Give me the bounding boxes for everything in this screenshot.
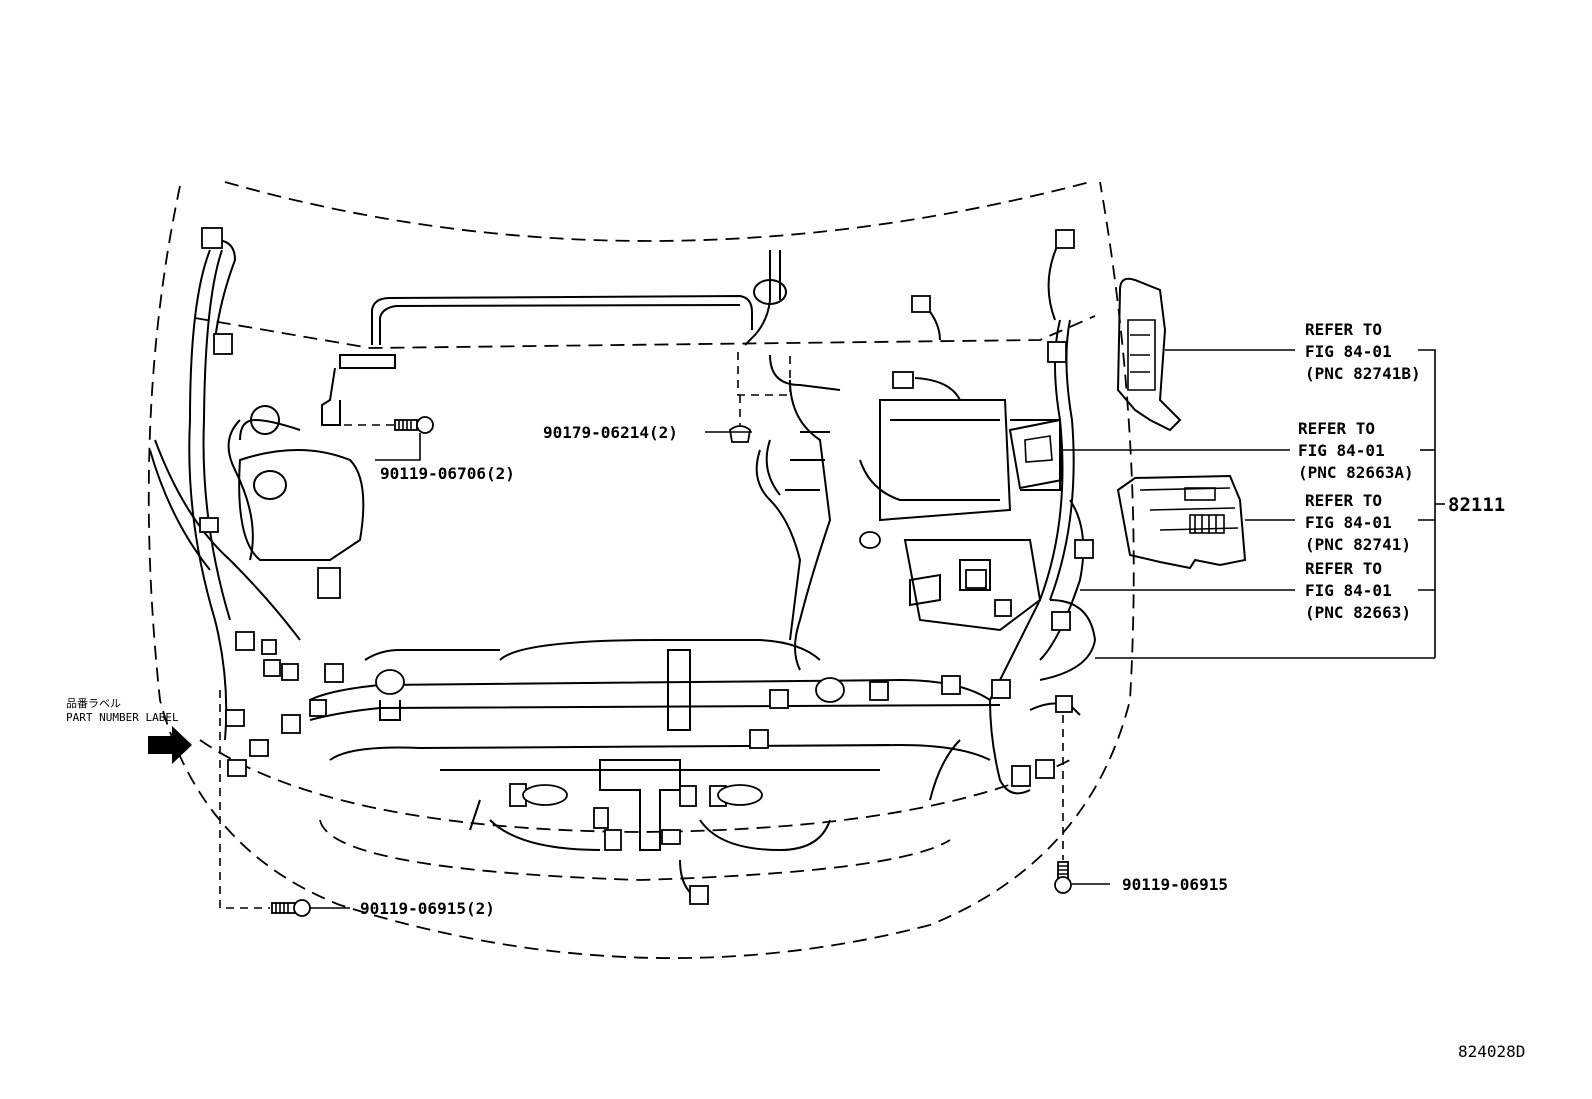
reference-line-2: FIG 84-01: [1305, 342, 1392, 361]
reference-line-1: REFER TO: [1305, 559, 1382, 578]
reference-line-1: REFER TO: [1305, 320, 1382, 339]
reference-line-2: FIG 84-01: [1298, 441, 1385, 460]
fastener-90179-06214: 90179-06214(2): [543, 423, 678, 442]
reference-line-2: FIG 84-01: [1305, 513, 1392, 532]
reference-line-3: (PNC 82741B): [1305, 364, 1421, 383]
reference-line-3: (PNC 82663): [1305, 603, 1411, 622]
relay-block-82663a: [1008, 418, 1064, 490]
bolt-lower-right: [1054, 861, 1072, 894]
fastener-90119-06915: 90119-06915: [1122, 875, 1228, 894]
reference-line-2: FIG 84-01: [1305, 581, 1392, 600]
reference-line-1: REFER TO: [1305, 491, 1382, 510]
reference-82741: REFER TO FIG 84-01 (PNC 82741): [1305, 491, 1411, 554]
part-number-label-en: PART NUMBER LABEL: [66, 711, 179, 724]
part-number-label-arrow: [148, 726, 192, 764]
reference-82741b: REFER TO FIG 84-01 (PNC 82741B): [1305, 320, 1421, 383]
bolt-lower-left: [271, 899, 311, 917]
fuse-box-82741: [1116, 474, 1247, 570]
reference-line-1: REFER TO: [1298, 419, 1375, 438]
clip-fastener-top: [729, 425, 751, 443]
main-part-number: 82111: [1448, 494, 1505, 516]
reference-82663: REFER TO FIG 84-01 (PNC 82663): [1305, 559, 1411, 622]
reference-82663a: REFER TO FIG 84-01 (PNC 82663A): [1298, 419, 1414, 482]
harness-connectors: [199, 227, 1094, 905]
fastener-90119-06706: 90119-06706(2): [380, 464, 515, 483]
leader-lines: [219, 349, 1445, 909]
vehicle-body-outline: [147, 181, 1135, 959]
fastener-90119-06915-pair: 90119-06915(2): [360, 899, 495, 918]
reference-line-3: (PNC 82741): [1305, 535, 1411, 554]
bolt-upper-left: [394, 416, 434, 434]
figure-id: 824028D: [1458, 1042, 1525, 1061]
main-harness: [149, 239, 1097, 901]
relay-block-82741b: [1116, 277, 1182, 432]
reference-line-3: (PNC 82663A): [1298, 463, 1414, 482]
part-number-label-jp: 品番ラベル: [66, 697, 121, 710]
